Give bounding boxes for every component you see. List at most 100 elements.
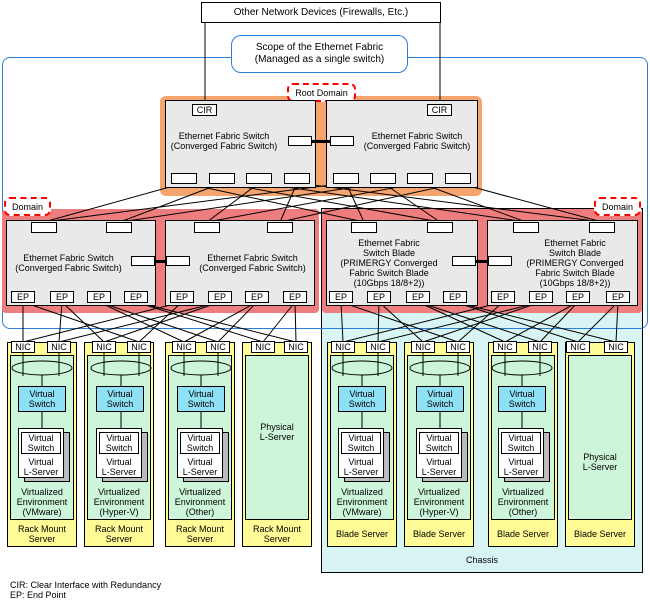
nic-port: NIC xyxy=(206,341,230,353)
label-line: Virtual xyxy=(426,433,452,443)
label-line: Server xyxy=(263,534,291,544)
label-line: L-Server xyxy=(582,462,618,472)
env-box xyxy=(245,355,309,520)
label-line: (Other) xyxy=(508,507,538,517)
uplink-port xyxy=(427,222,453,233)
label-line: Switch xyxy=(186,443,214,453)
nic-port: NIC xyxy=(11,341,35,353)
label-line: Environment xyxy=(16,497,68,507)
ep-port: EP xyxy=(566,291,590,303)
ep-port: EP xyxy=(491,291,515,303)
label-line: Virtual xyxy=(348,433,374,443)
switch-label-line: (Converged Fabric Switch) xyxy=(15,263,122,273)
label-line: Switch xyxy=(106,399,134,409)
domain-switch-2-label: Ethernet Fabric Switch(Converged Fabric … xyxy=(190,250,315,276)
root-domain-label: Root Domain xyxy=(287,83,356,102)
ep-port: EP xyxy=(283,291,307,303)
label-line: Switch xyxy=(28,399,56,409)
label-line: Virtual xyxy=(187,433,213,443)
isl-link xyxy=(312,140,330,143)
label-line: Environment xyxy=(336,497,388,507)
switch-label-line: Ethernet Fabric Switch xyxy=(207,253,298,263)
switch-label-line: (Converged Fabric Switch) xyxy=(363,141,471,151)
blade-server-label: Blade Server xyxy=(335,529,389,539)
blade-label-line: Ethernet Fabric xyxy=(358,238,420,248)
label-line: Virtual xyxy=(106,457,132,467)
switch-label-line: Ethernet Fabric Switch xyxy=(178,131,270,141)
blade-label-line: Fabric Switch Blade xyxy=(535,268,615,278)
label-line: Rack Mount xyxy=(252,524,302,534)
label-line: Virtual xyxy=(349,389,375,399)
label-line: Switch xyxy=(426,399,454,409)
legend-ep: EP: End Point xyxy=(10,590,67,600)
label-line: Virtualized xyxy=(502,487,544,497)
env-box xyxy=(568,355,632,520)
label-line: Virtual xyxy=(107,389,133,399)
label-line: L-Server xyxy=(343,467,379,477)
label-line: Environment xyxy=(93,497,145,507)
uplink-port xyxy=(351,222,377,233)
label-line: (VMware) xyxy=(342,507,382,517)
blade-label-line: Ethernet Fabric xyxy=(544,238,606,248)
label-line: Virtualized xyxy=(418,487,460,497)
ep-port: EP xyxy=(124,291,148,303)
root-switch-left-label: Ethernet Fabric Switch(Converged Fabric … xyxy=(165,128,283,154)
label-line: Virtualized xyxy=(179,487,221,497)
switch-label-line: (Converged Fabric Switch) xyxy=(170,141,278,151)
label-line: Switch xyxy=(348,399,376,409)
label-line: Virtual xyxy=(28,433,54,443)
label-line: Virtual xyxy=(106,433,132,443)
uplink-port xyxy=(31,222,57,233)
label-line: Environment xyxy=(413,497,465,507)
uplink-port xyxy=(106,222,132,233)
isl-port xyxy=(131,256,155,266)
isl-link xyxy=(476,260,488,263)
label-line: L-Server xyxy=(101,467,137,477)
domain-label-left: Domain xyxy=(4,197,51,216)
nic-port: NIC xyxy=(284,341,308,353)
nic-port: NIC xyxy=(604,341,628,353)
blade-label-line: (PRIMERGY Converged xyxy=(340,258,438,268)
ep-port: EP xyxy=(87,291,111,303)
label-line: Virtualized xyxy=(98,487,140,497)
ep-port: EP xyxy=(245,291,269,303)
uplink-port xyxy=(370,173,396,184)
legend-cir: CIR: Clear Interface with Redundancy xyxy=(10,580,162,590)
uplink-port xyxy=(445,173,471,184)
ep-port: EP xyxy=(529,291,553,303)
nic-port: NIC xyxy=(493,341,517,353)
label-line: Environment xyxy=(174,497,226,507)
isl-port xyxy=(166,256,190,266)
uplink-port xyxy=(333,173,359,184)
nic-port: NIC xyxy=(528,341,552,353)
uplink-port xyxy=(513,222,539,233)
blade-label-line: Fabric Switch Blade xyxy=(349,268,429,278)
ep-port: EP xyxy=(208,291,232,303)
label-line: Virtual xyxy=(508,433,534,443)
label-line: Virtual xyxy=(187,457,213,467)
label-line: Switch xyxy=(347,443,375,453)
uplink-port xyxy=(194,222,220,233)
label-line: Switch xyxy=(105,443,133,453)
label-line: Virtual xyxy=(28,457,54,467)
scope-line-2: (Managed as a single switch) xyxy=(254,54,385,65)
label-line: L-Server xyxy=(259,432,295,442)
isl-link xyxy=(155,260,166,263)
nic-port: NIC xyxy=(92,341,116,353)
